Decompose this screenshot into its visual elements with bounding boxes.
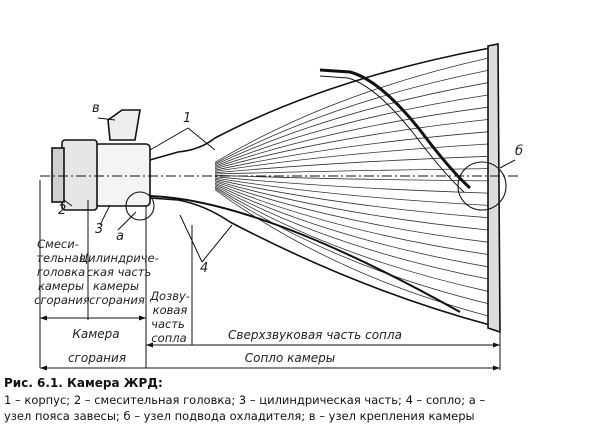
svg-text:сгорания: сгорания — [68, 351, 126, 365]
nozzle-rib — [214, 94, 489, 167]
svg-text:ская часть: ская часть — [87, 265, 152, 279]
caption-line-2: узел пояса завесы; б – узел подвода охла… — [4, 409, 475, 423]
detail-circle-a — [125, 191, 155, 221]
coolant-manifold — [149, 195, 461, 313]
nozzle-rib — [214, 177, 489, 206]
subsonic-column-label: Дозву- ковая часть сопла — [149, 289, 190, 345]
label-v: в — [92, 101, 100, 116]
caption-line-1: 1 – корпус; 2 – смесительная головка; 3 … — [4, 393, 486, 407]
nozzle-rib — [214, 176, 489, 194]
nozzle-rib — [214, 184, 489, 268]
nozzle-rib — [214, 131, 489, 171]
nozzle-rib — [214, 178, 489, 219]
nozzle-rib — [214, 119, 489, 170]
mixing-head-column-label: Смеси- тельная головка камеры сгорания — [34, 237, 90, 307]
svg-text:часть: часть — [151, 317, 185, 331]
svg-text:камеры: камеры — [93, 279, 139, 293]
nozzle-rib — [214, 70, 489, 164]
nozzle-exit-flange — [487, 43, 501, 334]
svg-text:головка: головка — [37, 265, 85, 279]
nozzle-rib — [214, 143, 489, 172]
mixing-head-body — [61, 139, 98, 211]
combustion-chamber-span-label: Камера сгорания — [68, 327, 126, 365]
nozzle-ribs — [214, 57, 489, 317]
nozzle-rib — [214, 155, 489, 174]
label-3: 3 — [95, 222, 103, 237]
nozzle-rib — [214, 189, 489, 317]
caption-title: Рис. 6.1. Камера ЖРД: — [4, 376, 163, 390]
svg-text:сгорания: сгорания — [89, 293, 145, 307]
nozzle-rib — [214, 181, 489, 243]
nozzle-rib — [214, 187, 489, 304]
svg-text:камеры: камеры — [38, 279, 84, 293]
nozzle-rib — [214, 168, 489, 175]
svg-text:ковая: ковая — [153, 303, 188, 317]
nozzle-rib — [214, 57, 489, 163]
supersonic-span-label: Сверхзвуковая часть сопла — [228, 328, 402, 342]
mount-bracket — [107, 109, 141, 141]
dimension-lines — [39, 180, 501, 370]
label-4: 4 — [200, 261, 208, 276]
nozzle-lower-contour — [149, 197, 491, 326]
svg-text:сопла: сопла — [151, 331, 186, 345]
svg-text:Смеси-: Смеси- — [37, 237, 79, 251]
mixing-head-flange — [51, 147, 65, 203]
svg-text:Цилиндриче-: Цилиндриче- — [79, 251, 159, 265]
svg-text:Дозву-: Дозву- — [149, 289, 190, 303]
label-b: б — [515, 144, 523, 159]
svg-text:тельная: тельная — [36, 251, 85, 265]
nozzle-rib — [214, 180, 489, 231]
label-a: а — [116, 229, 124, 244]
nozzle-rib — [214, 106, 489, 168]
label-2: 2 — [58, 203, 66, 218]
nozzle-rib — [214, 182, 489, 255]
svg-text:сгорания: сгорания — [34, 293, 90, 307]
label-1: 1 — [183, 111, 191, 126]
part-number-labels: 1 2 3 4 а б в — [58, 101, 523, 276]
leader-lines — [63, 117, 516, 263]
detail-circle-b — [457, 161, 507, 211]
coolant-pipe — [319, 68, 472, 190]
nozzle-rib — [214, 82, 489, 166]
combustion-chamber-body — [94, 143, 151, 207]
nozzle-rib — [214, 185, 489, 280]
nozzle-span-label: Сопло камеры — [245, 351, 336, 365]
coolant-pipe-inner — [319, 75, 465, 193]
engine-outline — [51, 43, 501, 334]
dimension-arrowheads — [40, 315, 500, 371]
cylindrical-column-label: Цилиндриче- ская часть камеры сгорания — [79, 251, 159, 307]
nozzle-upper-contour — [149, 47, 491, 161]
svg-text:Камера: Камера — [72, 327, 119, 341]
detail-circles — [125, 161, 507, 221]
nozzle-rib — [214, 186, 489, 292]
